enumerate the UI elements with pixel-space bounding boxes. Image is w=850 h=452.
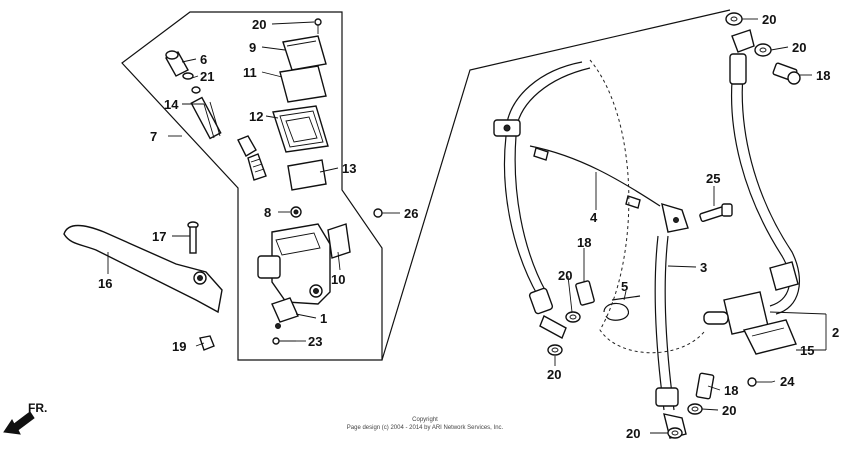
diaphragm[interactable] bbox=[272, 105, 329, 153]
lower-brake-hose[interactable] bbox=[654, 235, 687, 439]
bolt-26[interactable] bbox=[373, 208, 394, 218]
callout-7[interactable]: 7 bbox=[150, 129, 157, 144]
sealing-washer-20-c[interactable] bbox=[565, 311, 581, 323]
piston-assembly[interactable] bbox=[190, 96, 222, 140]
master-cylinder-body[interactable] bbox=[257, 223, 351, 305]
bolt-25[interactable] bbox=[699, 203, 733, 223]
callout-10[interactable]: 10 bbox=[331, 272, 345, 287]
callout-5[interactable]: 5 bbox=[621, 279, 628, 294]
callout-25[interactable]: 25 bbox=[706, 171, 720, 186]
callout-20-a[interactable]: 20 bbox=[762, 12, 776, 27]
callout-13[interactable]: 13 bbox=[342, 161, 356, 176]
callout-3[interactable]: 3 bbox=[700, 260, 707, 275]
callout-19[interactable]: 19 bbox=[172, 339, 186, 354]
washer-21[interactable] bbox=[191, 86, 201, 94]
pivot-bolt[interactable] bbox=[187, 221, 199, 254]
hose-clip[interactable] bbox=[603, 295, 641, 321]
callout-26[interactable]: 26 bbox=[404, 206, 418, 221]
piston-boot[interactable] bbox=[165, 50, 189, 77]
oil-bolt-18-center[interactable] bbox=[575, 280, 595, 306]
upper-brake-hose[interactable] bbox=[493, 61, 591, 339]
callout-11[interactable]: 11 bbox=[243, 65, 257, 80]
group-outline-hoses bbox=[381, 9, 731, 361]
reservoir-cap[interactable] bbox=[282, 35, 327, 71]
callout-23[interactable]: 23 bbox=[308, 334, 322, 349]
callout-6[interactable]: 6 bbox=[200, 52, 207, 67]
callout-18-bottom[interactable]: 18 bbox=[724, 383, 738, 398]
callout-20-c[interactable]: 20 bbox=[558, 268, 572, 283]
callout-18-center[interactable]: 18 bbox=[577, 235, 591, 250]
callout-12[interactable]: 12 bbox=[249, 109, 263, 124]
callout-4[interactable]: 4 bbox=[590, 210, 598, 225]
brake-lever[interactable] bbox=[63, 224, 223, 314]
right-brake-hose[interactable] bbox=[729, 29, 800, 315]
front-label: FR. bbox=[28, 401, 47, 415]
callout-20-f[interactable]: 20 bbox=[626, 426, 640, 441]
bolt-8[interactable] bbox=[290, 206, 302, 218]
callout-20-d[interactable]: 20 bbox=[547, 367, 561, 382]
oil-bolt-18-top[interactable] bbox=[772, 62, 801, 85]
screw-23[interactable] bbox=[272, 337, 296, 345]
bolt-24[interactable] bbox=[747, 377, 772, 387]
callout-17[interactable]: 17 bbox=[152, 229, 166, 244]
callout-9[interactable]: 9 bbox=[249, 40, 256, 55]
sealing-washer-20-e[interactable] bbox=[687, 403, 703, 415]
brake-pipe[interactable] bbox=[529, 145, 689, 233]
callout-24[interactable]: 24 bbox=[780, 374, 795, 389]
sealing-washer-20-f[interactable] bbox=[667, 427, 683, 439]
group-outline-master-cylinder bbox=[121, 11, 383, 361]
callout-14[interactable]: 14 bbox=[164, 97, 179, 112]
joint-bracket[interactable] bbox=[742, 319, 797, 355]
callout-1[interactable]: 1 bbox=[320, 311, 327, 326]
brake-light-switch[interactable] bbox=[271, 297, 299, 329]
front-arrow-icon bbox=[3, 411, 35, 435]
routing-loop bbox=[589, 59, 705, 354]
screw-22[interactable] bbox=[314, 18, 322, 34]
front-direction-indicator: FR. bbox=[3, 401, 47, 435]
copyright-line-1: Copyright bbox=[412, 417, 438, 423]
sealing-washer-20-b[interactable] bbox=[754, 43, 772, 57]
callout-20-b[interactable]: 20 bbox=[792, 40, 806, 55]
callout-8[interactable]: 8 bbox=[264, 205, 271, 220]
callout-labels: 20 9 11 12 13 6 21 14 7 8 10 1 23 26 17 … bbox=[98, 12, 839, 441]
callout-22[interactable]: 20 bbox=[252, 17, 266, 32]
callout-16[interactable]: 16 bbox=[98, 276, 112, 291]
diaphragm-plate[interactable] bbox=[279, 65, 327, 103]
copyright-line-2: Page design (c) 2004 - 2014 by ARI Netwo… bbox=[347, 425, 504, 431]
pivot-nut[interactable] bbox=[199, 335, 215, 351]
callout-21[interactable]: 21 bbox=[200, 69, 214, 84]
callout-2[interactable]: 2 bbox=[832, 325, 839, 340]
sealing-washer-20-a[interactable] bbox=[725, 12, 743, 26]
sealing-washer-20-d[interactable] bbox=[547, 344, 563, 356]
piston-spring[interactable] bbox=[237, 135, 267, 181]
callout-20-e[interactable]: 20 bbox=[722, 403, 736, 418]
oil-bolt-18-bottom[interactable] bbox=[695, 372, 715, 400]
float-plate[interactable] bbox=[287, 159, 327, 191]
circlip[interactable] bbox=[182, 72, 194, 80]
callout-15[interactable]: 15 bbox=[800, 343, 814, 358]
leader-lines bbox=[107, 18, 827, 434]
callout-18-top[interactable]: 18 bbox=[816, 68, 830, 83]
